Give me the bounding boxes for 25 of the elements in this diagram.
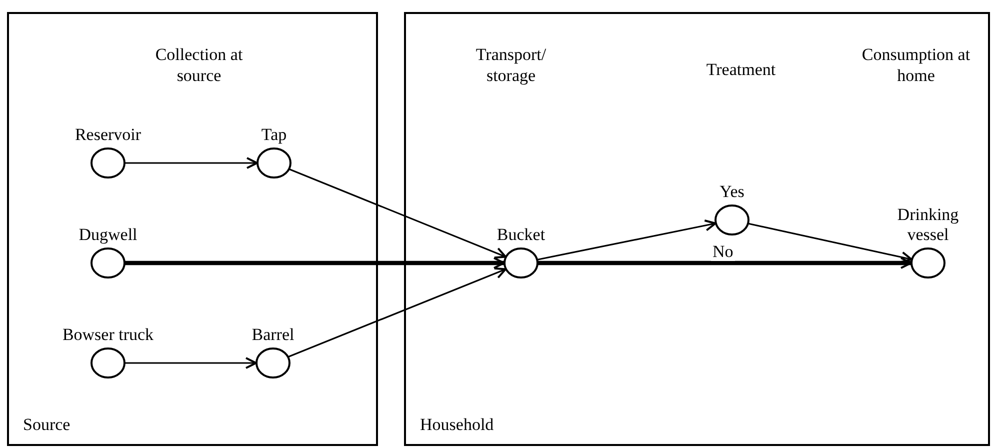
panel-title: Source bbox=[23, 414, 70, 435]
column-heading: Collection at source bbox=[154, 44, 244, 86]
arrow bbox=[125, 357, 257, 369]
arrow bbox=[537, 219, 716, 260]
arrow bbox=[748, 222, 912, 264]
column-heading: Transport/ storage bbox=[474, 44, 548, 86]
column-heading: Treatment bbox=[705, 59, 777, 80]
node-label: Bucket bbox=[496, 225, 546, 245]
arrow bbox=[125, 157, 258, 169]
panel-title: Household bbox=[420, 414, 494, 435]
edge-label: No bbox=[710, 243, 736, 261]
node-label: Yes bbox=[720, 182, 744, 202]
node-label: Drinking vessel bbox=[896, 205, 960, 245]
node-label: Barrel bbox=[252, 325, 294, 345]
node-label: Tap bbox=[261, 125, 287, 145]
stage-panel bbox=[7, 12, 378, 446]
arrow bbox=[538, 257, 912, 269]
arrow bbox=[288, 267, 507, 358]
node-label: Reservoir bbox=[74, 125, 142, 145]
column-heading: Consumption at home bbox=[860, 44, 972, 86]
arrow bbox=[289, 168, 507, 259]
stage-panel bbox=[404, 12, 990, 446]
node-label: Dugwell bbox=[78, 225, 138, 245]
node-label: Bowser truck bbox=[62, 325, 154, 345]
arrow bbox=[125, 257, 505, 269]
